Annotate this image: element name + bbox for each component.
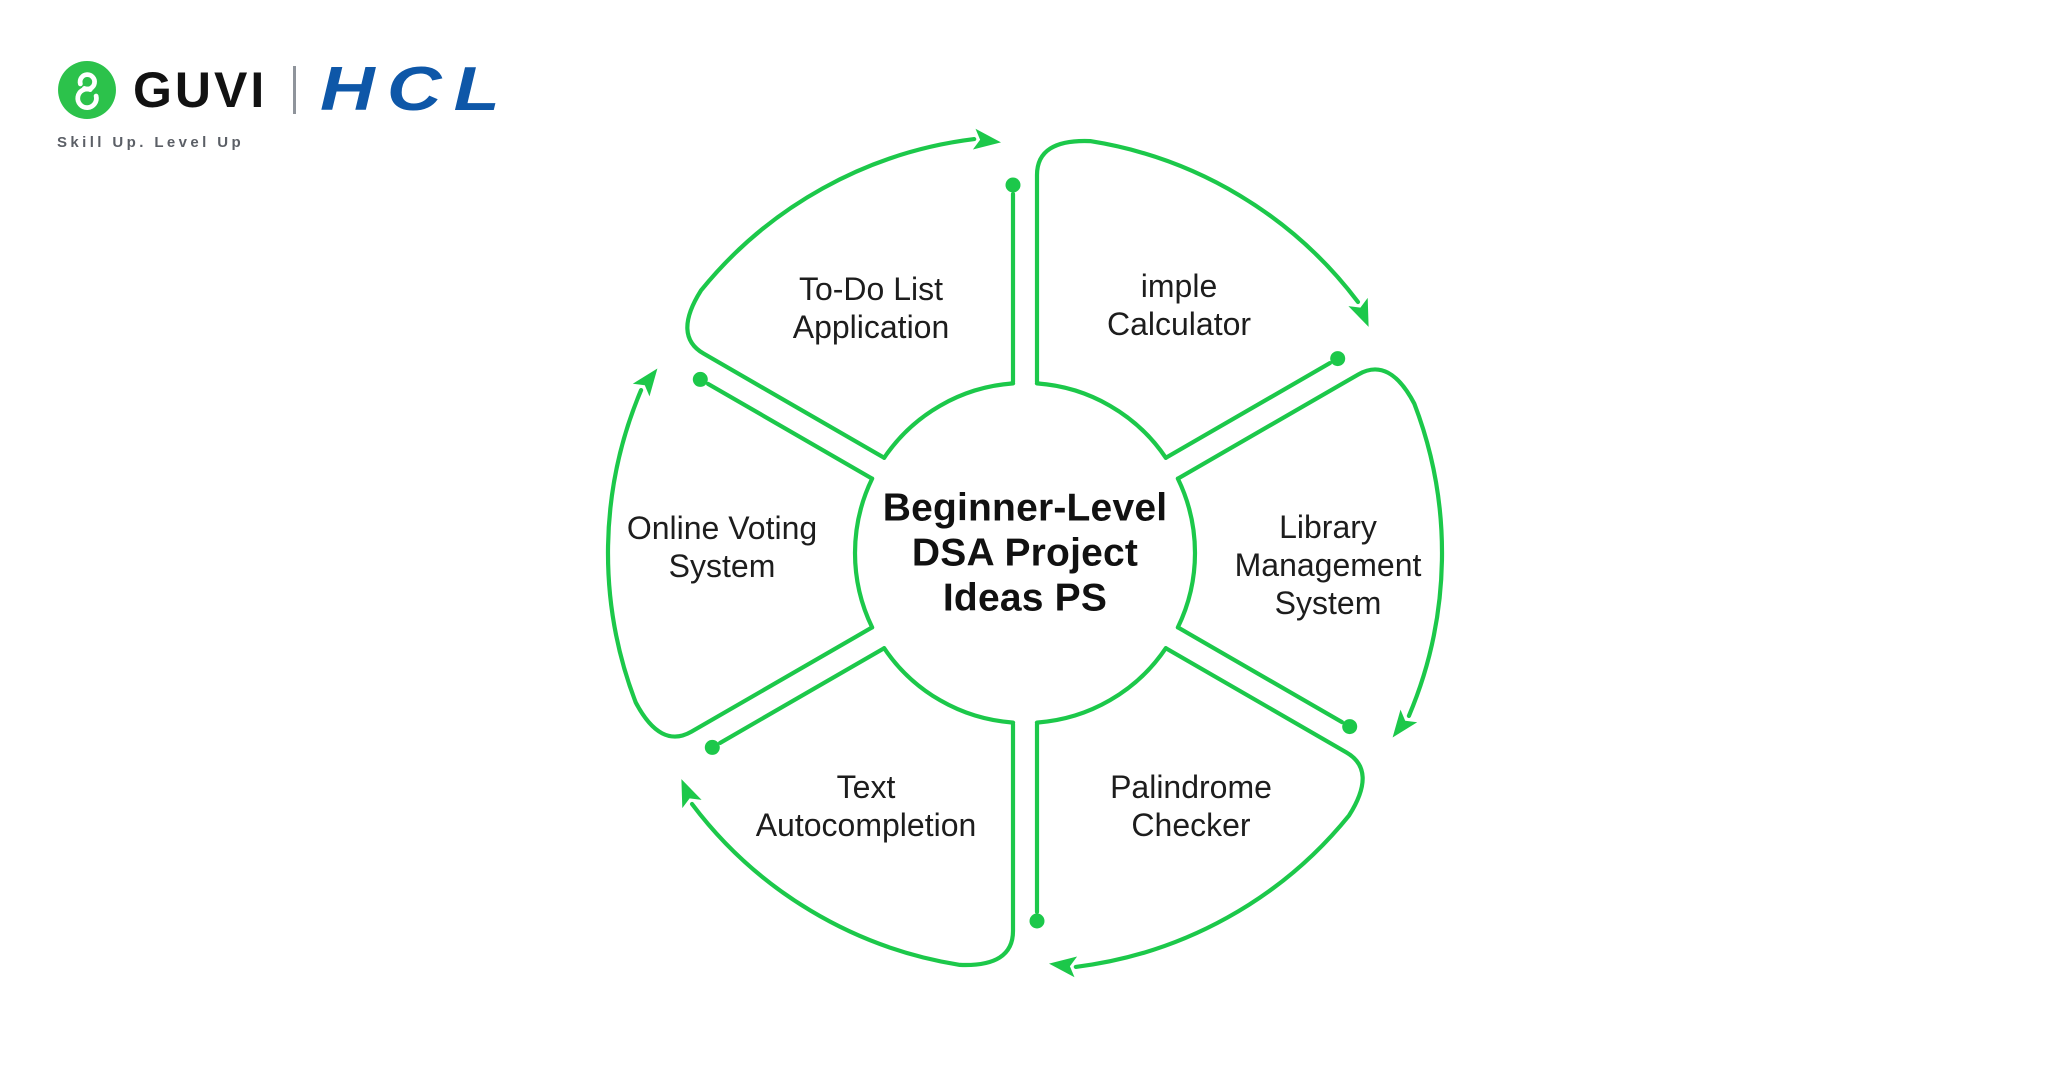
guvi-wordmark: GUVI xyxy=(133,62,268,118)
flow-arrow-icon-text-autocompletion xyxy=(681,779,702,809)
flow-arrow-icon-library-management-system xyxy=(1392,709,1418,738)
flow-arrow-icon-online-voting-system xyxy=(632,368,658,397)
junction-dot-icon-text-autocompletion xyxy=(1029,913,1045,929)
logo-divider xyxy=(293,66,297,114)
brand-tagline: Skill Up. Level Up xyxy=(57,134,245,151)
petal-label-imple-calculator: imple Calculator xyxy=(1106,268,1252,342)
petal-outline-text-autocompletion xyxy=(689,721,1016,968)
brand-row: GUVI HCL xyxy=(57,59,500,121)
petal-outline-imple-calculator xyxy=(1034,138,1361,385)
junction-dot-icon-library-management-system xyxy=(1330,351,1346,367)
junction-spoke-library-management-system xyxy=(1164,361,1333,460)
junction-dot-icon-to-do-list-application xyxy=(692,371,708,387)
petal-outline-palindrome-checker xyxy=(1073,646,1365,969)
petal-outline-to-do-list-application xyxy=(685,137,977,460)
diagram-center-title: Beginner-Level DSA Project Ideas PS xyxy=(882,486,1168,620)
flow-arrow-icon-palindrome-checker xyxy=(1049,956,1078,978)
junction-dot-icon-palindrome-checker xyxy=(1342,719,1358,735)
inner-circle-arc-online-voting-system xyxy=(852,476,875,630)
petal-outline-library-management-system xyxy=(1177,367,1445,718)
inner-circle-arc-to-do-list-application xyxy=(882,381,1016,460)
junction-dot-icon-imple-calculator xyxy=(1005,177,1021,193)
junction-spoke-online-voting-system xyxy=(717,646,886,746)
brand-header: GUVI HCL Skill Up. Level Up xyxy=(57,59,500,152)
flow-arrow-icon-imple-calculator xyxy=(1348,297,1369,327)
junction-dot-icon-online-voting-system xyxy=(704,739,720,755)
inner-circle-arc-text-autocompletion xyxy=(882,646,1016,725)
petal-label-online-voting-system: Online Voting System xyxy=(626,510,818,584)
petal-label-text-autocompletion: Text Autocompletion xyxy=(755,769,977,843)
guvi-logo-icon xyxy=(58,61,116,119)
inner-circle-arc-imple-calculator xyxy=(1034,381,1168,460)
petal-label-library-management-system: Library Management System xyxy=(1234,509,1422,621)
petal-label-palindrome-checker: Palindrome Checker xyxy=(1110,769,1272,843)
guvi-glyph-bottom-loop xyxy=(75,86,99,110)
hcl-wordmark: HCL xyxy=(320,55,513,124)
petal-label-to-do-list-application: To-Do List Application xyxy=(792,271,950,345)
petal-outline-online-voting-system xyxy=(605,388,873,739)
inner-circle-arc-palindrome-checker xyxy=(1034,646,1168,725)
junction-spoke-to-do-list-application xyxy=(705,381,874,480)
junction-spoke-palindrome-checker xyxy=(1176,625,1345,725)
inner-circle-arc-library-management-system xyxy=(1175,476,1198,630)
flow-arrow-icon-to-do-list-application xyxy=(972,128,1001,150)
